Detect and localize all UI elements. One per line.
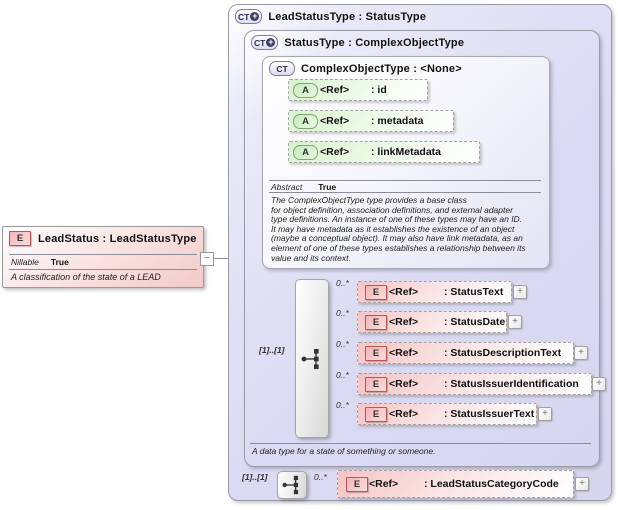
element-badge-icon: E bbox=[365, 284, 387, 300]
plus-glyph: + bbox=[512, 316, 518, 327]
plus-glyph: + bbox=[517, 286, 523, 297]
sequence-connector[interactable] bbox=[295, 279, 329, 438]
sequence-icon bbox=[301, 348, 319, 369]
nillable-facet-row: Nillable True bbox=[11, 257, 69, 267]
element-badge-icon: E bbox=[365, 406, 387, 422]
attribute-node-id[interactable]: A <Ref> : id bbox=[288, 79, 428, 101]
derived-plus-icon: + bbox=[266, 37, 276, 47]
element-badge-icon: E bbox=[365, 314, 387, 330]
element-name: : StatusDate bbox=[444, 316, 506, 328]
sequence-cardinality: [1]..[1] bbox=[259, 345, 285, 355]
complex-object-type-title: ComplexObjectType : <None> bbox=[301, 62, 462, 75]
lead-status-element-node[interactable]: E LeadStatus : LeadStatusType Nillable T… bbox=[2, 226, 204, 288]
minus-glyph: − bbox=[204, 253, 210, 264]
element-node-statustext[interactable]: E <Ref> : StatusText bbox=[357, 281, 512, 303]
element-node-statusdate[interactable]: E <Ref> : StatusDate bbox=[357, 311, 507, 333]
attribute-ref: <Ref> bbox=[320, 115, 350, 127]
attribute-badge-icon: A bbox=[293, 113, 318, 129]
element-ref: <Ref> bbox=[389, 347, 419, 359]
element-node-statusissueridentification[interactable]: E <Ref> : StatusIssuerIdentification bbox=[357, 373, 592, 395]
attribute-node-linkmetadata[interactable]: A <Ref> : linkMetadata bbox=[288, 141, 480, 163]
element-badge-icon: E bbox=[9, 231, 31, 246]
attribute-badge-icon: A bbox=[293, 144, 318, 160]
abstract-value: True bbox=[318, 182, 337, 192]
expand-toggle-icon[interactable]: + bbox=[508, 315, 522, 329]
attribute-node-metadata[interactable]: A <Ref> : metadata bbox=[288, 110, 454, 132]
expand-toggle-icon[interactable]: + bbox=[575, 477, 589, 491]
lead-status-annotation: A classification of the state of a LEAD bbox=[11, 272, 161, 282]
plus-glyph: + bbox=[578, 347, 584, 358]
lead-status-header: E LeadStatus : LeadStatusType bbox=[9, 231, 197, 246]
plus-glyph: + bbox=[542, 408, 548, 419]
element-cardinality: 0..* bbox=[336, 278, 349, 288]
attribute-ref: <Ref> bbox=[320, 146, 350, 158]
complex-object-type-header: CT ComplexObjectType : <None> bbox=[269, 61, 462, 76]
status-type-title: StatusType : ComplexObjectType bbox=[284, 36, 465, 49]
element-cardinality: 0..* bbox=[336, 370, 349, 380]
element-node-statusdescriptiontext[interactable]: E <Ref> : StatusDescriptionText bbox=[357, 342, 574, 364]
element-badge-icon: E bbox=[346, 476, 368, 492]
divider bbox=[269, 180, 541, 181]
element-name: : StatusDescriptionText bbox=[444, 347, 562, 359]
element-ref: <Ref> bbox=[389, 286, 419, 298]
element-badge-icon: E bbox=[365, 345, 387, 361]
element-badge-icon: E bbox=[365, 376, 387, 392]
element-name: : StatusIssuerText bbox=[444, 408, 535, 420]
element-node-statusissuertext[interactable]: E <Ref> : StatusIssuerText bbox=[357, 403, 537, 425]
collapse-toggle-icon[interactable]: − bbox=[200, 252, 214, 266]
element-ref: <Ref> bbox=[369, 478, 399, 490]
plus-glyph: + bbox=[579, 478, 585, 489]
status-type-header: CT+ StatusType : ComplexObjectType bbox=[251, 35, 464, 50]
lead-status-title: LeadStatus : LeadStatusType bbox=[38, 232, 197, 245]
lead-status-type-header: CT+ LeadStatusType : StatusType bbox=[235, 9, 426, 24]
nillable-value: True bbox=[50, 257, 69, 267]
element-name: : StatusText bbox=[444, 286, 504, 298]
sequence-connector[interactable] bbox=[277, 471, 307, 499]
attribute-name: : linkMetadata bbox=[371, 146, 442, 158]
element-cardinality: 0..* bbox=[336, 308, 349, 318]
sequence-icon bbox=[282, 475, 299, 495]
element-cardinality: 0..* bbox=[336, 339, 349, 349]
divider bbox=[250, 443, 591, 444]
sequence-cardinality: [1]..[1] bbox=[242, 472, 268, 482]
abstract-label: Abstract bbox=[271, 182, 303, 192]
divider bbox=[269, 192, 541, 193]
complex-type-badge-icon: CT+ bbox=[251, 35, 279, 50]
element-name: : StatusIssuerIdentification bbox=[444, 378, 579, 390]
complex-object-type-annotation: The ComplexObjectType type provides a ba… bbox=[271, 195, 526, 263]
attribute-name: : metadata bbox=[371, 115, 424, 127]
lead-status-type-title: LeadStatusType : StatusType bbox=[268, 10, 427, 23]
attribute-name: : id bbox=[371, 84, 387, 96]
element-cardinality: 0..* bbox=[336, 400, 349, 410]
complex-type-badge-icon: CT+ bbox=[235, 9, 263, 24]
expand-toggle-icon[interactable]: + bbox=[574, 346, 588, 360]
abstract-facet-row: Abstract True bbox=[271, 182, 336, 192]
status-type-annotation: A data type for a state of something or … bbox=[252, 446, 436, 456]
nillable-label: Nillable bbox=[11, 257, 39, 267]
derived-plus-icon: + bbox=[250, 11, 260, 21]
element-ref: <Ref> bbox=[389, 378, 419, 390]
expand-toggle-icon[interactable]: + bbox=[592, 377, 606, 391]
element-ref: <Ref> bbox=[389, 316, 419, 328]
expand-toggle-icon[interactable]: + bbox=[513, 285, 527, 299]
element-ref: <Ref> bbox=[389, 408, 419, 420]
element-name: : LeadStatusCategoryCode bbox=[424, 478, 559, 490]
plus-glyph: + bbox=[596, 378, 602, 389]
complex-type-badge-icon: CT bbox=[269, 61, 295, 76]
element-cardinality: 0..* bbox=[314, 472, 327, 482]
element-node-leadstatuscategorycode[interactable]: E <Ref> : LeadStatusCategoryCode bbox=[337, 470, 574, 498]
divider bbox=[9, 254, 197, 255]
attribute-ref: <Ref> bbox=[320, 84, 350, 96]
divider bbox=[9, 269, 197, 270]
expand-toggle-icon[interactable]: + bbox=[538, 407, 552, 421]
attribute-badge-icon: A bbox=[293, 82, 318, 98]
